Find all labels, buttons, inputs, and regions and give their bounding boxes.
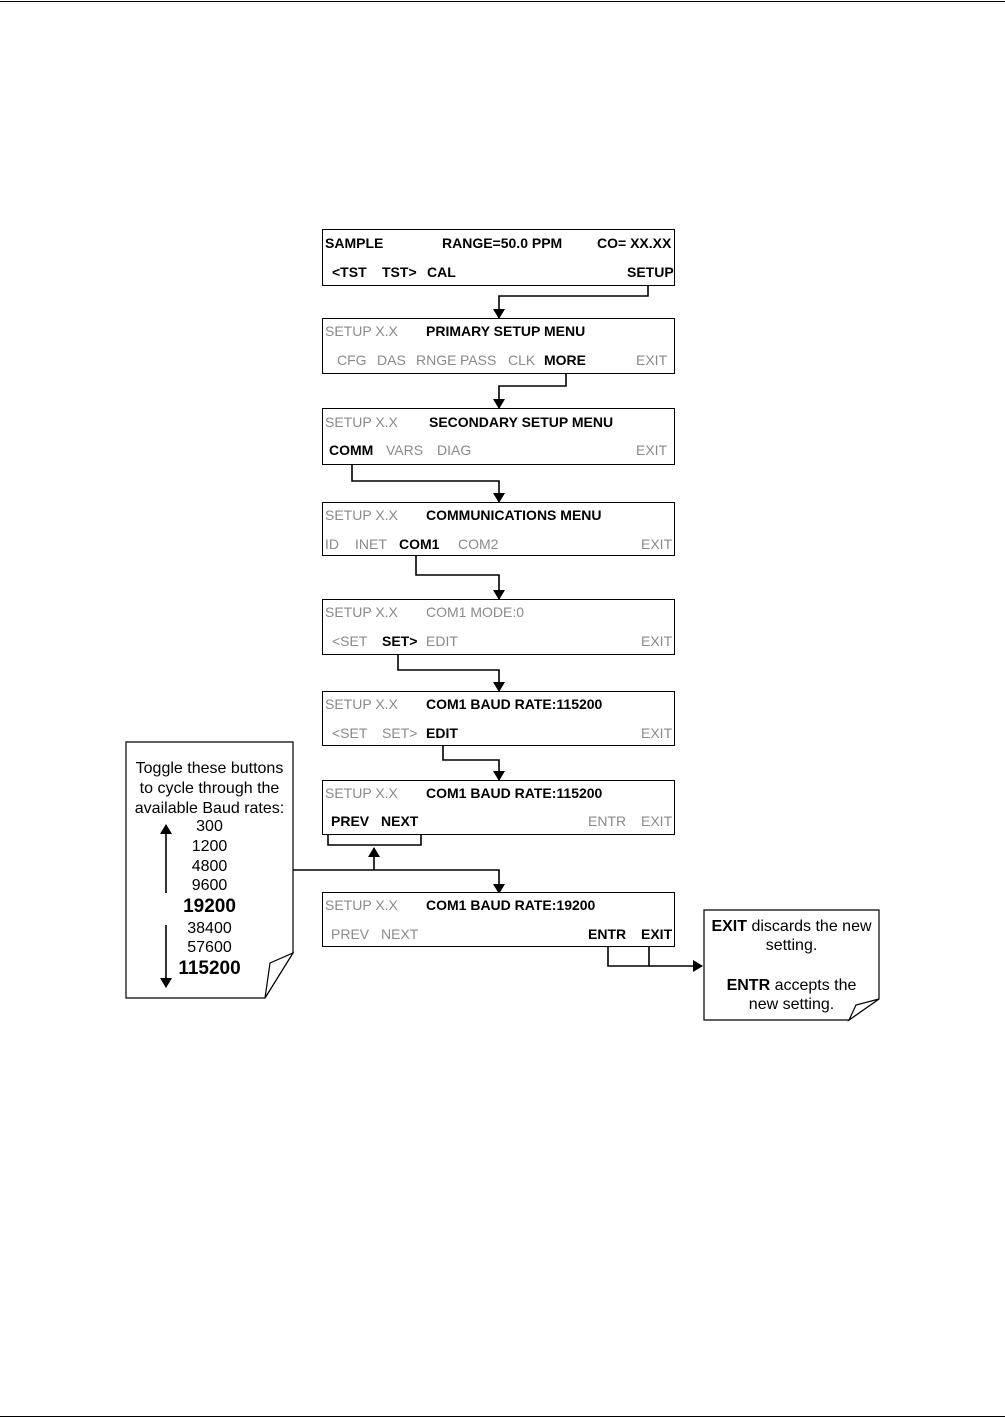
connector-edit-to-edit-screen <box>442 740 505 781</box>
entr-key-label: ENTR <box>726 977 771 994</box>
button-exit[interactable]: EXIT <box>641 536 673 552</box>
connector-setup-to-primary <box>493 281 649 319</box>
screen-baud-rate: SETUP X.X COM1 BAUD RATE:115200 <SET SET… <box>322 691 675 746</box>
button-tst-next[interactable]: TST> <box>382 264 417 280</box>
button-set-prev[interactable]: <SET <box>332 633 368 649</box>
button-id[interactable]: ID <box>325 536 339 552</box>
button-diag[interactable]: DIAG <box>437 442 472 458</box>
button-setup[interactable]: SETUP <box>627 264 674 280</box>
status-setup: SETUP X.X <box>325 507 398 523</box>
connector-note-to-new-value <box>292 869 505 894</box>
note-exit-line: EXIT discards the new <box>704 917 879 936</box>
bracket-entr-exit <box>607 945 650 967</box>
note-exit-line-2: setting. <box>765 937 818 954</box>
button-edit[interactable]: EDIT <box>426 633 458 649</box>
screen-sample: SAMPLE RANGE=50.0 PPM CO= XX.XX <TST TST… <box>322 229 675 286</box>
button-next[interactable]: NEXT <box>381 926 419 942</box>
button-set-prev[interactable]: <SET <box>332 725 368 741</box>
baud-rate-item: 4800 <box>191 858 228 875</box>
entr-description: accepts the <box>770 977 857 994</box>
bottom-rule <box>0 1416 1005 1417</box>
screen-baud-new: SETUP X.X COM1 BAUD RATE:19200 PREV NEXT… <box>322 892 675 947</box>
screen-primary-setup: SETUP X.X PRIMARY SETUP MENU CFG DAS RNG… <box>322 318 675 374</box>
status-setup: SETUP X.X <box>325 696 398 712</box>
status-setup: SETUP X.X <box>325 323 398 339</box>
button-cfg[interactable]: CFG <box>337 352 367 368</box>
screen-communications: SETUP X.X COMMUNICATIONS MENU ID INET CO… <box>322 502 675 556</box>
baud-rate-item: 1200 <box>191 838 228 855</box>
baud-rate-value: COM1 BAUD RATE:115200 <box>426 785 603 801</box>
button-exit[interactable]: EXIT <box>641 633 673 649</box>
baud-rate-item: 38400 <box>187 920 232 937</box>
button-com2[interactable]: COM2 <box>458 536 499 552</box>
baud-rate-item: 300 <box>196 818 223 835</box>
button-prev[interactable]: PREV <box>331 813 370 829</box>
screen-com1-mode: SETUP X.X COM1 MODE:0 <SET SET> EDIT EXI… <box>322 599 675 655</box>
connector-comm-to-communications <box>351 459 505 503</box>
button-prev[interactable]: PREV <box>331 926 370 942</box>
button-comm[interactable]: COMM <box>329 442 374 458</box>
screen-baud-edit: SETUP X.X COM1 BAUD RATE:115200 PREV NEX… <box>322 780 675 835</box>
baud-rate-value: COM1 BAUD RATE:19200 <box>426 897 596 913</box>
note-entr-line: ENTR accepts the <box>704 976 879 995</box>
top-rule <box>0 1 1005 2</box>
menu-title: SECONDARY SETUP MENU <box>429 414 614 430</box>
button-exit[interactable]: EXIT <box>636 442 668 458</box>
baud-rate-item: 57600 <box>187 939 232 956</box>
button-exit[interactable]: EXIT <box>641 926 673 942</box>
button-entr[interactable]: ENTR <box>588 813 627 829</box>
button-exit[interactable]: EXIT <box>641 813 673 829</box>
button-entr[interactable]: ENTR <box>588 926 627 942</box>
note-line-2: to cycle through the <box>139 780 280 797</box>
button-set-next[interactable]: SET> <box>382 633 418 649</box>
button-inet[interactable]: INET <box>355 536 387 552</box>
button-exit[interactable]: EXIT <box>636 352 668 368</box>
button-com1[interactable]: COM1 <box>399 536 440 552</box>
connector-com1-to-mode <box>415 553 505 600</box>
button-more[interactable]: MORE <box>544 352 586 368</box>
button-exit[interactable]: EXIT <box>641 725 673 741</box>
exit-key-label: EXIT <box>711 918 748 935</box>
baud-rate-item-selected: 19200 <box>183 896 236 917</box>
button-set-next[interactable]: SET> <box>382 725 418 741</box>
button-next[interactable]: NEXT <box>381 813 419 829</box>
status-setup: SETUP X.X <box>325 414 398 430</box>
note-line-3: available Baud rates: <box>134 800 285 817</box>
connector-more-to-secondary <box>493 369 567 409</box>
exit-description: discards the new <box>747 918 872 935</box>
button-vars[interactable]: VARS <box>386 442 424 458</box>
button-edit[interactable]: EDIT <box>426 725 458 741</box>
status-setup: SETUP X.X <box>325 604 398 620</box>
status-range: RANGE=50.0 PPM <box>442 235 563 251</box>
baud-rate-value: COM1 BAUD RATE:115200 <box>426 696 603 712</box>
status-sample: SAMPLE <box>325 235 384 251</box>
menu-title: COMMUNICATIONS MENU <box>426 507 602 523</box>
menu-title: PRIMARY SETUP MENU <box>426 323 586 339</box>
button-rnge[interactable]: RNGE <box>416 352 457 368</box>
button-clk[interactable]: CLK <box>508 352 536 368</box>
status-setup: SETUP X.X <box>325 785 398 801</box>
note-left-fold <box>264 951 295 999</box>
connector-set-to-baud <box>397 649 505 692</box>
note-line-1: Toggle these buttons <box>135 760 284 777</box>
note-entr-line-2: new setting. <box>748 996 835 1013</box>
screen-secondary-setup: SETUP X.X SECONDARY SETUP MENU COMM VARS… <box>322 408 675 465</box>
note-right-fold <box>847 998 880 1022</box>
status-setup: SETUP X.X <box>325 897 398 913</box>
button-pass[interactable]: PASS <box>460 352 497 368</box>
baud-rate-item: 9600 <box>191 877 228 894</box>
status-co-value: CO= XX.XX <box>597 235 672 251</box>
button-das[interactable]: DAS <box>377 352 406 368</box>
button-tst-prev[interactable]: <TST <box>332 264 367 280</box>
com1-mode-value: COM1 MODE:0 <box>426 604 525 620</box>
baud-rate-item-default: 115200 <box>178 958 241 979</box>
button-cal[interactable]: CAL <box>427 264 456 280</box>
